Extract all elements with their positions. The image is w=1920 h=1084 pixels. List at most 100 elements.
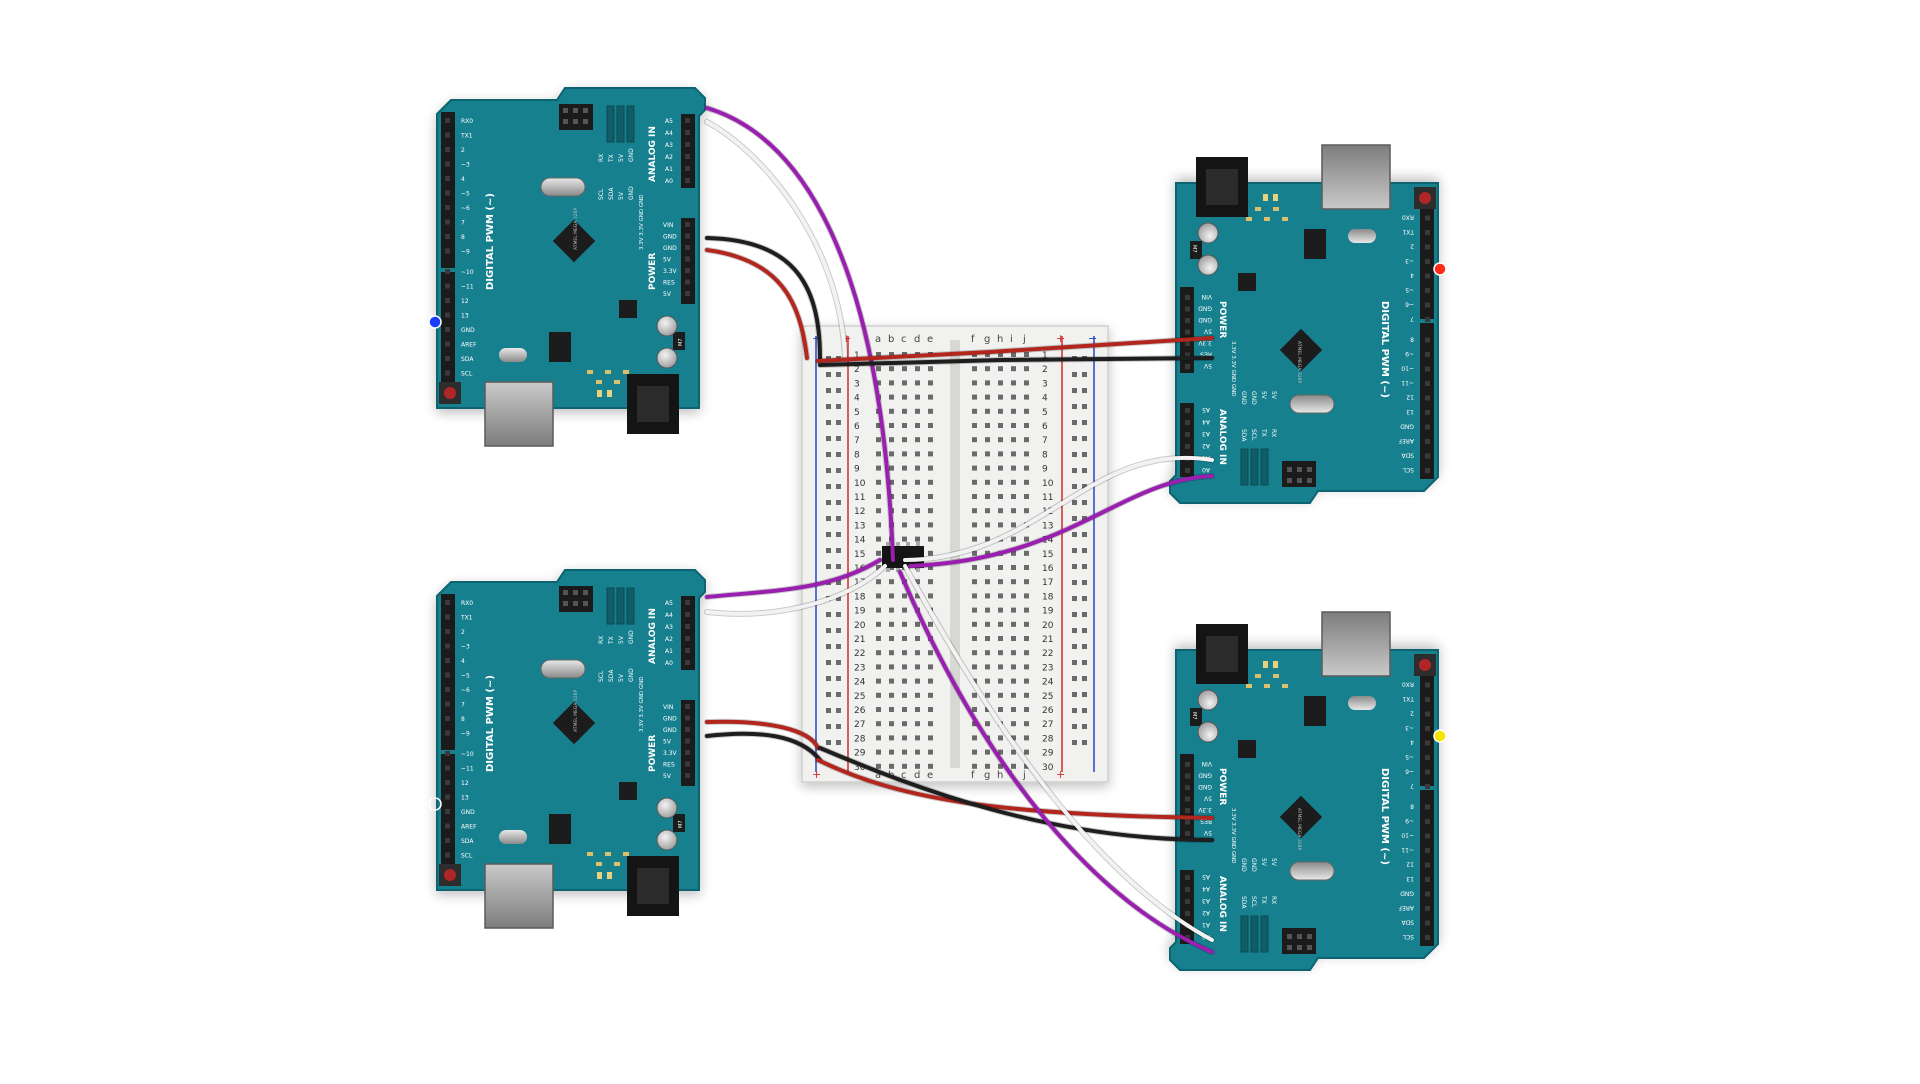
capacitor [1197, 689, 1219, 711]
header-pin [685, 178, 690, 183]
capacitor [656, 347, 678, 369]
analog-header [1180, 403, 1194, 477]
tie-point [985, 536, 990, 542]
rail-hole [826, 404, 831, 409]
row-number: 10 [854, 479, 866, 489]
digital-pwm-label: DIGITAL PWM (~) [485, 193, 496, 290]
tie-point [902, 664, 907, 670]
tie-point [985, 522, 990, 528]
rail-hole [1082, 420, 1087, 425]
analog-pin-label: A3 [1202, 897, 1210, 904]
header-pin [1425, 848, 1430, 853]
header-pin [445, 327, 450, 332]
row-number: 9 [1042, 465, 1048, 475]
header-pin [445, 672, 450, 678]
tie-point [928, 621, 933, 627]
icsp-label: TX [608, 636, 615, 645]
header-pin [1425, 410, 1430, 415]
tie-point [876, 707, 881, 712]
tie-point [902, 366, 907, 372]
tie-point [889, 721, 894, 727]
rail-hole [826, 484, 831, 489]
tie-point [972, 437, 977, 443]
header-pin [1185, 306, 1190, 312]
tie-point [928, 408, 933, 414]
tie-point [902, 678, 907, 684]
smd-resistor [623, 370, 629, 374]
tie-point [972, 380, 977, 386]
scl-wire [705, 120, 847, 360]
tie-point [889, 408, 894, 414]
smd-ic [619, 300, 637, 318]
tie-point [998, 664, 1003, 670]
header-pin [685, 166, 690, 171]
row-number: 21 [854, 635, 865, 645]
tie-point [985, 692, 990, 698]
usb-b-connector [1321, 611, 1391, 677]
mcu-label: ATMEL MEGA 328P [573, 208, 579, 250]
power-pin-label: GND [1198, 772, 1212, 779]
row-number: 10 [1042, 479, 1054, 489]
header-pin [1425, 395, 1430, 401]
row-number: 24 [1042, 678, 1054, 688]
tie-point [889, 636, 894, 641]
tie-point [876, 621, 881, 627]
tie-point [985, 721, 990, 727]
tie-point [915, 408, 920, 414]
header-pin [1425, 352, 1430, 357]
digital-pin-label: TX1 [1402, 695, 1415, 702]
tie-point [985, 352, 990, 357]
header-pin [685, 612, 690, 617]
tie-point [998, 394, 1003, 400]
smd-led [1263, 661, 1268, 668]
tie-point [998, 636, 1003, 641]
rail-hole [1072, 548, 1077, 553]
header-pin [1425, 317, 1430, 322]
scl-wire [903, 564, 1214, 942]
header-pin [445, 852, 450, 858]
tie-point [928, 707, 933, 712]
power-label: POWER [648, 735, 658, 772]
header-pin [1185, 911, 1190, 916]
header-pin [445, 312, 450, 318]
tie-point [985, 763, 990, 769]
column-letter: e [927, 770, 933, 781]
power-pin-label: GND [1198, 316, 1212, 323]
mcu-chip [1279, 328, 1323, 372]
digital-pin-label: AREF [461, 824, 477, 831]
tie-point [1024, 508, 1029, 514]
power-pin-label: GND [663, 234, 677, 241]
analog-pin-label: A0 [665, 660, 673, 667]
icsp-label: GND [628, 148, 635, 162]
analog-pin-label: A3 [665, 142, 673, 149]
tie-point [985, 593, 990, 599]
rail-sign: + [1056, 332, 1065, 345]
row-number: 30 [1042, 763, 1054, 773]
tie-point [972, 650, 977, 656]
digital-pin-label: 7 [461, 220, 465, 227]
ic-pin [896, 542, 900, 546]
tie-point [1024, 692, 1029, 698]
tie-point [876, 380, 881, 386]
tie-point [889, 749, 894, 755]
analog-pin-label: A1 [665, 166, 673, 173]
tie-point [902, 380, 907, 386]
tie-point [972, 550, 977, 556]
onboard-led [1433, 729, 1447, 743]
digital-pin-label: ~3 [1405, 257, 1414, 264]
header-pin [1185, 318, 1190, 323]
icsp-connector [1282, 928, 1316, 954]
tie-point [928, 423, 933, 428]
rail-hole [1072, 452, 1077, 457]
regulator-label: M7 [1191, 245, 1197, 253]
regulator-label: M7 [678, 339, 684, 347]
row-number: 3 [854, 379, 860, 389]
header-pin [1185, 352, 1190, 358]
digital-pin-label: TX1 [460, 133, 473, 140]
digital-pin-label: 4 [1410, 739, 1414, 746]
header-pin [1287, 478, 1292, 483]
header-pin [1307, 945, 1312, 950]
rail-hole [836, 388, 841, 393]
header-pin [1287, 945, 1292, 950]
analog-pin-label: A5 [665, 118, 673, 125]
